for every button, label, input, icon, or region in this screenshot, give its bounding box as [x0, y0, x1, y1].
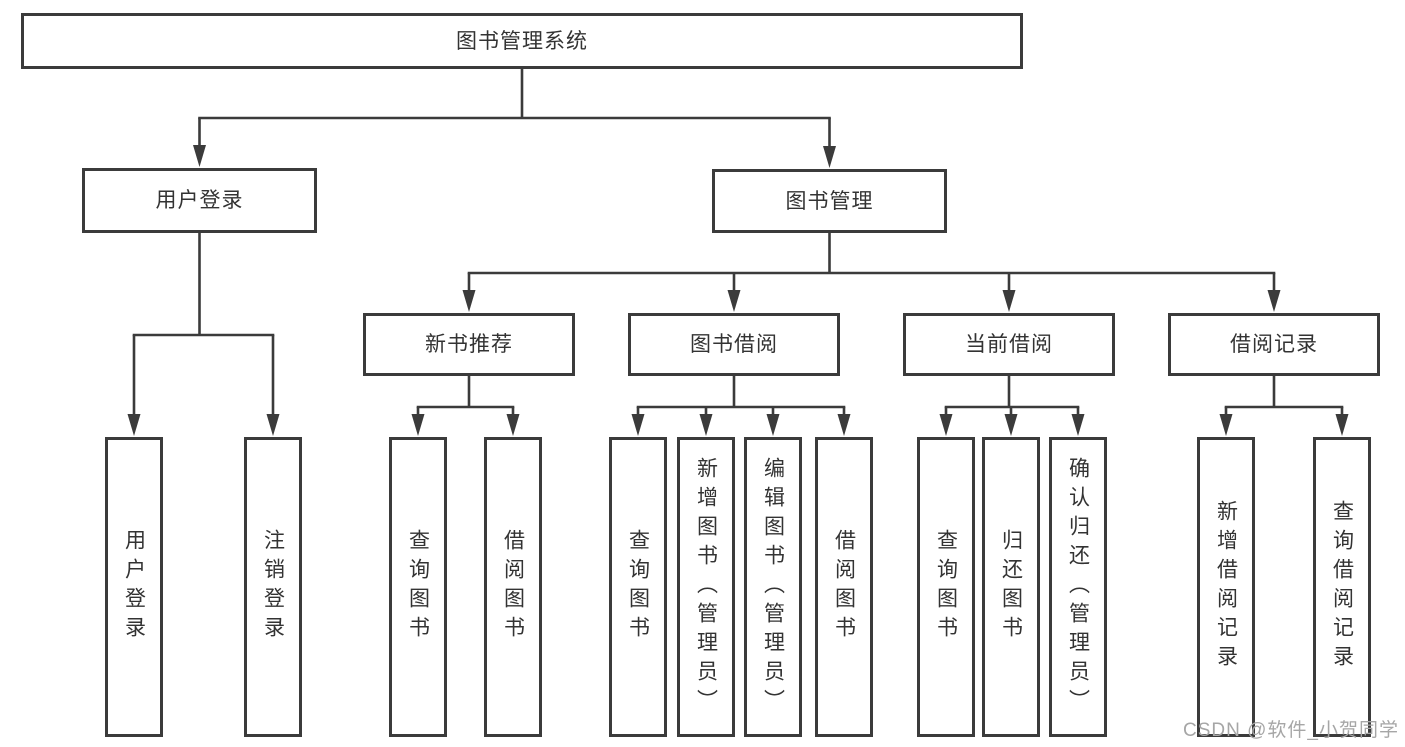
- node-leaf-query-books-1: 查询图书: [389, 437, 447, 737]
- node-new-book-recommendation: 新书推荐: [363, 313, 575, 376]
- node-borrowing-records: 借阅记录: [1168, 313, 1380, 376]
- node-leaf-user-login: 用户登录: [105, 437, 163, 737]
- watermark-csdn: CSDN @软件_小贺同学: [1183, 720, 1399, 741]
- node-leaf-query-books-3: 查询图书: [917, 437, 975, 737]
- node-leaf-borrow-books-1: 借阅图书: [484, 437, 542, 737]
- node-library-management-system: 图书管理系统: [21, 13, 1023, 69]
- node-leaf-logout-login: 注销登录: [244, 437, 302, 737]
- node-current-borrowing: 当前借阅: [903, 313, 1115, 376]
- node-leaf-edit-books-admin: 编辑图书（管理员）: [744, 437, 802, 737]
- node-leaf-confirm-return-admin: 确认归还（管理员）: [1049, 437, 1107, 737]
- node-leaf-borrow-books-2: 借阅图书: [815, 437, 873, 737]
- node-leaf-query-borrow-record: 查询借阅记录: [1313, 437, 1371, 737]
- node-user-login: 用户登录: [82, 168, 317, 233]
- node-leaf-query-books-2: 查询图书: [609, 437, 667, 737]
- node-leaf-add-borrow-record: 新增借阅记录: [1197, 437, 1255, 737]
- node-leaf-add-books-admin: 新增图书（管理员）: [677, 437, 735, 737]
- node-book-borrowing: 图书借阅: [628, 313, 840, 376]
- node-leaf-return-books: 归还图书: [982, 437, 1040, 737]
- node-book-management: 图书管理: [712, 169, 947, 233]
